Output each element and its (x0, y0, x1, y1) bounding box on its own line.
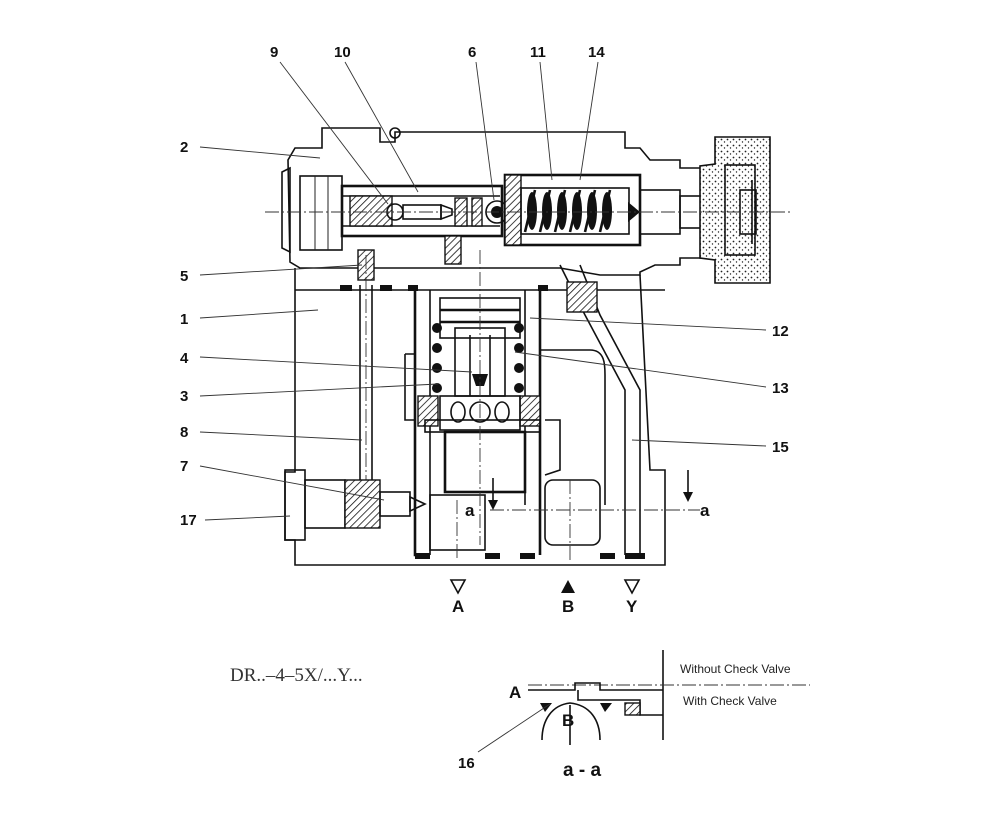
label-2: 2 (180, 139, 188, 156)
label-15: 15 (772, 439, 789, 456)
port-b-triangle-icon (561, 580, 575, 593)
label-14: 14 (588, 44, 605, 61)
port-a-triangle-icon (449, 579, 467, 595)
port-y-triangle-icon (623, 579, 641, 595)
label-4: 4 (180, 350, 189, 367)
section-mark-right: a (700, 501, 710, 520)
pilot-spring (523, 189, 612, 233)
section-port-b-label: B (562, 711, 574, 730)
port-labels: A B Y a a (452, 501, 710, 616)
without-check-valve-label: Without Check Valve (680, 662, 791, 676)
model-code: DR..–4–5X/...Y... (230, 665, 363, 686)
with-check-valve-label: With Check Valve (683, 694, 777, 708)
section-aa-detail (528, 650, 810, 745)
port-a-label: A (452, 597, 464, 616)
section-mark-left: a (465, 501, 475, 520)
label-17: 17 (180, 512, 197, 529)
label-5: 5 (180, 268, 188, 285)
label-6: 6 (468, 44, 476, 61)
main-valve-body (284, 250, 700, 566)
section-port-a-label: A (509, 683, 521, 702)
label-9: 9 (270, 44, 278, 61)
main-spring (432, 323, 524, 393)
label-1: 1 (180, 311, 188, 328)
port-y-label: Y (626, 597, 638, 616)
pilot-valve (265, 127, 790, 284)
port-b-label: B (562, 597, 574, 616)
section-view-labels: Without Check Valve With Check Valve A B… (509, 662, 791, 781)
section-title: a - a (563, 760, 601, 781)
label-12: 12 (772, 323, 789, 340)
label-11: 11 (530, 44, 546, 61)
label-3: 3 (180, 388, 188, 405)
port-markers (449, 579, 641, 595)
label-13: 13 (772, 380, 789, 397)
label-16: 16 (458, 755, 475, 772)
part-numbers: 2 5 1 4 3 8 7 17 9 10 6 11 14 12 13 15 1… (180, 44, 789, 772)
label-10: 10 (334, 44, 351, 61)
label-7: 7 (180, 458, 188, 475)
label-8: 8 (180, 424, 188, 441)
leader-lines (199, 61, 767, 753)
